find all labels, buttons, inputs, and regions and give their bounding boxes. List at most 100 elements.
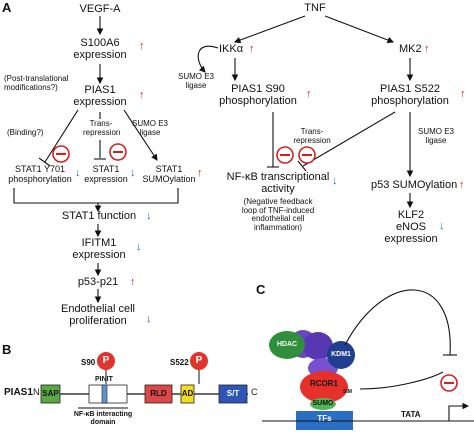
- ifitm1-node: IFITM1 expression: [64, 237, 134, 262]
- domain-rld-label: RLD: [150, 389, 167, 398]
- repression-arc-small: [359, 371, 444, 390]
- nfkb-domain-mark: [101, 384, 108, 404]
- up-arrow-icon: ↑: [459, 179, 465, 191]
- phospho-s522: P: [195, 355, 203, 366]
- tata-label: TATA: [401, 410, 421, 419]
- pias1-s522-line2: phosphorylation: [371, 94, 449, 107]
- pias1-s90-node: PIAS1 S90 phosphorylation: [211, 83, 305, 108]
- stat1-function-node: STAT1 function: [61, 210, 137, 222]
- domain-rld-box: [144, 384, 173, 404]
- transrepression-right-line1: Trans-: [300, 127, 324, 136]
- inhibition-circle-icon: [109, 143, 127, 161]
- hdac-label: HDAC: [276, 341, 298, 348]
- c-terminus: C: [251, 387, 258, 397]
- inhibition-circle-icon: [298, 146, 316, 164]
- up-arrow-icon: ↑: [197, 167, 203, 179]
- up-arrow-icon: ↑: [424, 43, 430, 55]
- panel-b-letter: B: [2, 342, 12, 357]
- tss-arrow: [448, 402, 470, 421]
- transrepression-line1: Trans-: [89, 119, 113, 128]
- up-arrow-icon: ↑: [249, 43, 255, 55]
- stat1-y701-line2: phosphorylation: [8, 173, 72, 184]
- p53-p21-node: p53-p21: [77, 276, 119, 288]
- rcor1-label: RCOR1: [309, 379, 338, 388]
- s100a6-line1: S100A6: [80, 37, 120, 49]
- s90-label: S90: [81, 358, 96, 367]
- transrepression-right-note: Trans- repression: [292, 127, 332, 145]
- kdm1-label: KDM1: [331, 351, 351, 358]
- endothelial-line1: Endothelial cell: [61, 303, 135, 315]
- nfkb-domain-line2: domain: [90, 418, 116, 426]
- sumo-label: SUMO: [312, 400, 334, 407]
- down-arrow-icon: ↓: [130, 167, 136, 179]
- down-arrow-icon: ↓: [332, 175, 338, 187]
- sumo-ligase-line1: SUMO E3: [131, 119, 168, 128]
- inhibition-circle-icon: [52, 145, 70, 163]
- sumo-ligase-right-line2: ligase: [425, 135, 447, 145]
- inhibit-binding: [44, 109, 79, 163]
- sim-label: SIM: [343, 389, 352, 395]
- sumo-shape: [310, 398, 336, 410]
- s522-label: S522: [170, 358, 189, 367]
- down-arrow-icon: ↓: [75, 167, 81, 179]
- feedback-line2: loop of TNF-induced: [241, 205, 315, 215]
- hdac-shape: [269, 331, 305, 359]
- pias1-s522-line1: PIAS1 S522: [380, 83, 440, 95]
- inhibition-circle-icon: [276, 146, 294, 164]
- stat1-y701-line1: STAT1 Y701: [14, 164, 66, 174]
- phospho-s90: P: [102, 355, 110, 366]
- down-arrow-icon: ↓: [146, 210, 152, 222]
- feedback-line1: (Negative feedback: [243, 197, 313, 206]
- post-translational-line2: modifications?): [4, 82, 58, 92]
- phospho-circle-icon: P: [190, 352, 208, 370]
- feedback-line3: endothelial cell: [251, 214, 305, 224]
- down-arrow-icon: ↓: [136, 241, 142, 253]
- transrepression-right-line2: repression: [293, 135, 331, 145]
- klf2-line2: eNOS: [396, 220, 426, 233]
- s100a6-node: S100A6 expression: [64, 37, 136, 62]
- s100a6-line2: expression: [73, 48, 127, 61]
- domain-sap-label: SAP: [42, 389, 59, 398]
- transrepression-line2: repression: [83, 127, 121, 137]
- post-translational-line1: (Post-translational: [4, 74, 69, 83]
- panel-a-letter: A: [2, 0, 12, 15]
- sumo-ligase-left-line2: ligase: [185, 80, 207, 90]
- nfkb-line2: activity: [261, 182, 295, 195]
- up-arrow-icon: ↑: [139, 40, 145, 52]
- binding-note: (Binding?): [7, 128, 44, 137]
- down-arrow-icon: ↓: [146, 313, 152, 325]
- endothelial-line2: proliferation: [69, 314, 127, 327]
- pias1-s90-line1: PIAS1 S90: [231, 83, 285, 95]
- stat1-sumoylation-line2: SUMOylation: [142, 173, 196, 184]
- ikka-node: IKKα: [219, 43, 244, 55]
- stat1-expression-node: STAT1 expression: [80, 164, 132, 184]
- up-arrow-icon: ↑: [306, 88, 312, 100]
- pinit-label: PINIT: [95, 376, 113, 383]
- vegfa-label: VEGF-A: [79, 3, 121, 15]
- nfkb-domain-label: NF-κB interacting domain: [62, 411, 144, 426]
- inhibit-s522-nfkb-bar: [297, 160, 307, 172]
- pias1-line1: PIAS1: [84, 84, 116, 96]
- repression-arc-large: [344, 289, 451, 356]
- stat1-expression-line1: STAT1: [92, 164, 120, 174]
- pias1-s90-line2: phosphorylation: [219, 94, 297, 107]
- phospho-circle-icon: P: [97, 352, 115, 370]
- kdm1-shape: [327, 341, 355, 369]
- feedback-line4: inflammation): [253, 222, 302, 232]
- down-arrow-icon: ↓: [439, 220, 445, 232]
- pias1-node: PIAS1 expression: [64, 84, 136, 109]
- nfkb-domain-line1: NF-κB interacting: [73, 411, 133, 418]
- arrow-tnf-ikka: [233, 15, 306, 44]
- sumo-ligase-left-note: SUMO E3 ligase: [176, 72, 216, 90]
- ifitm1-line1: IFITM1: [81, 237, 117, 249]
- klf2-node: KLF2 eNOS expression: [384, 209, 438, 246]
- transrepression-note: Trans- repression: [83, 119, 121, 137]
- stat1-y701-node: STAT1 Y701 phosphorylation: [1, 164, 79, 184]
- domain-st-label: S/T: [226, 389, 240, 398]
- pias1-domain-map: [40, 368, 248, 409]
- feedback-note: (Negative feedback loop of TNF-induced e…: [226, 197, 330, 233]
- tfs-label: TFs: [317, 414, 332, 423]
- p53-sumoylation-node: p53 SUMOylation: [371, 179, 458, 191]
- bracket-stat1: [13, 188, 179, 204]
